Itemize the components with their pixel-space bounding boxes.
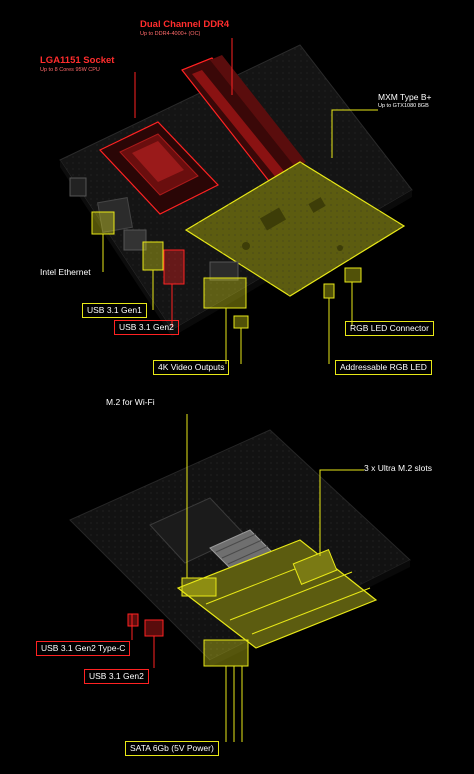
sata-label: SATA 6Gb (5V Power) [125,741,219,756]
ultra-m2-slots [176,539,378,649]
rgb-connector-highlight [344,267,362,283]
ddr4-subtitle: Up to DDR4-4000+ (OC) [140,31,201,37]
usb31-gen1-highlight [142,241,164,271]
video-outputs-highlight [203,277,247,309]
sata-highlight [203,639,249,667]
usb31-gen2-typec-highlight [127,613,139,627]
socket-title: LGA1151 Socket [40,55,115,66]
usb31-gen2-label: USB 3.1 Gen2 [114,320,179,335]
mxm-subtitle: Up to GTX1080 8GB [378,103,429,109]
lga1151-socket [99,121,219,215]
ddr4-slots [181,55,307,191]
mxm-title: MXM Type B+ [378,92,432,102]
top-motherboard [59,38,413,364]
ddr4-title: Dual Channel DDR4 [140,19,230,30]
video-outputs-highlight-2 [233,315,249,329]
usb31-gen2-typec-label: USB 3.1 Gen2 Type-C [36,641,131,656]
addressable-rgb-highlight [323,283,335,299]
intel-ethernet-label: Intel Ethernet [40,267,91,277]
usb31-gen2-bottom-highlight [144,619,164,637]
bottom-motherboard [69,414,411,742]
addressable-rgb-label: Addressable RGB LED [335,360,432,375]
rgb-led-connector-label: RGB LED Connector [345,321,434,336]
socket-subtitle: Up to 8 Cores 95W CPU [40,67,100,73]
video-outputs-label: 4K Video Outputs [153,360,230,375]
mxm-slot [184,161,406,297]
usb31-gen2-bottom-label: USB 3.1 Gen2 [84,669,149,684]
usb31-gen1-label: USB 3.1 Gen1 [82,303,147,318]
ultra-m2-label: 3 x Ultra M.2 slots [364,463,433,473]
m2-wifi-label: M.2 for Wi-Fi [106,397,155,407]
m2-wifi-highlight [181,577,217,597]
usb31-gen2-highlight [163,249,185,285]
intel-ethernet-highlight [91,211,115,235]
